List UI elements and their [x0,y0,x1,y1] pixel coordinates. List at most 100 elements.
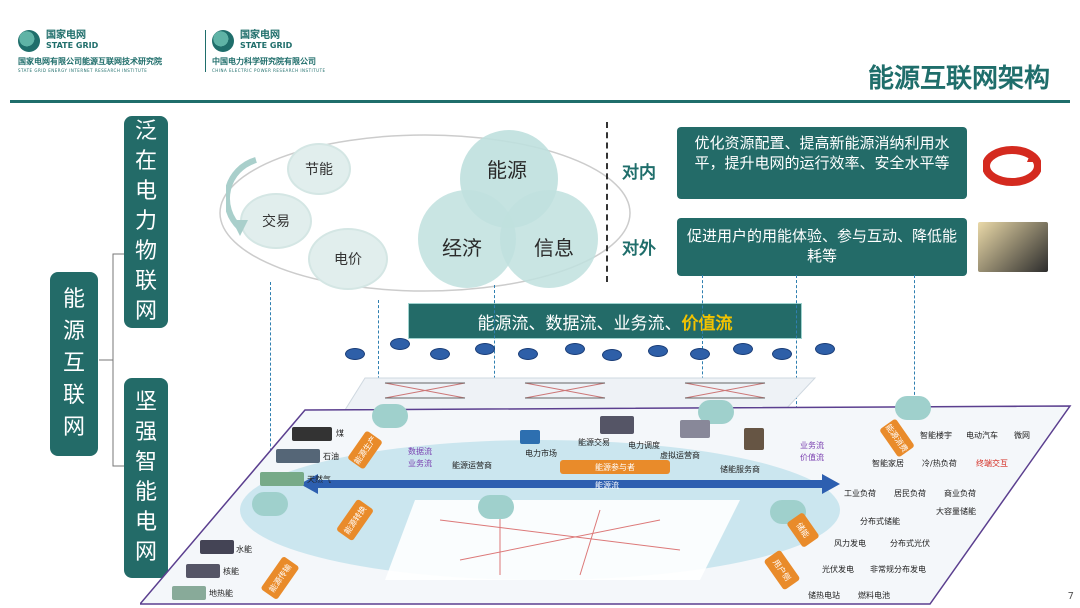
item-smart-home: 智能家居 [872,459,904,468]
item-microgrid: 微网 [1014,431,1030,440]
flow-bar: 能源流、数据流、业务流、价值流 [408,303,802,339]
logo-left-org: 国家电网有限公司能源互联网技术研究院 [18,57,162,66]
geothermal-image [172,586,206,600]
service-energy-trading: 能源交易 [578,438,610,447]
branch-bottom-label: 坚强智能电网 [134,390,157,565]
logo-left: 国家电网 STATE GRID [18,30,98,52]
logo-left-org-en: STATE GRID ENERGY INTERNET RESEARCH INST… [18,68,148,73]
item-smart-building: 智能楼宇 [920,431,952,440]
connector-line-6 [914,275,915,405]
item-distributed-storage: 分布式储能 [860,517,900,526]
logo-right-org-en: CHINA ELECTRIC POWER RESEARCH INSTITUTE [212,68,326,73]
flow-bar-highlight: 价值流 [681,313,733,334]
hydro-image [200,540,234,554]
provider-image [744,428,764,450]
cloud-icon [372,404,408,428]
router-icon [390,338,410,350]
tag-value-flow-right: 价值流 [800,453,824,462]
inner-label: 对内 [622,163,656,183]
gas-image [260,472,304,486]
root-label: 能源互联网 [62,287,85,440]
flow-bar-text: 能源流、数据流、业务流、 [477,313,682,334]
router-icon [815,343,835,355]
service-power-market: 电力市场 [525,449,557,458]
gear-trading: 交易 [240,193,312,249]
item-ev: 电动汽车 [966,431,998,440]
tag-energy-participants: 能源参与者 [560,460,670,474]
service-energy-operator: 能源运营商 [452,461,492,470]
item-commercial-load: 商业负荷 [944,489,976,498]
nuclear-image [186,564,220,578]
service-virtual-operator: 虚拟运营商 [660,451,700,460]
network-layer [345,377,817,411]
router-icon [518,348,538,360]
energy-geothermal: 地热能 [209,589,233,598]
dispatch-image [680,420,710,438]
item-distributed-pv: 分布式光伏 [890,539,930,548]
outer-benefit-box: 促进用户的用能体验、参与互动、降低能耗等 [677,218,967,276]
root-box-energy-internet: 能源互联网 [50,272,98,456]
energy-nuclear: 核能 [223,567,239,576]
item-heat-cool-load: 冷/热负荷 [922,459,957,468]
venn-economy-label: 经济 [442,236,482,260]
logo-right-brand-en: STATE GRID [240,41,293,50]
venn-energy-label: 能源 [487,158,527,182]
item-heat-storage-station: 储热电站 [808,591,840,600]
logo-left-brand-en: STATE GRID [46,41,99,50]
state-grid-logo-icon-2 [212,30,234,52]
item-wind-power: 风力发电 [834,539,866,548]
cloud-icon [478,495,514,519]
logo-left-brand: 国家电网 [46,30,86,41]
logo-right-org: 中国电力科学研究院有限公司 [212,57,316,66]
tag-data-flow-left: 数据流 [408,447,432,456]
router-icon [430,348,450,360]
router-icon [772,348,792,360]
router-icon [602,349,622,361]
tag-business-flow-right: 业务流 [800,441,824,450]
item-terminal-interaction: 终端交互 [976,459,1008,468]
tag-business-flow-left: 业务流 [408,459,432,468]
page-number: 7 [1067,591,1074,602]
router-icon [475,343,495,355]
item-industrial-load: 工业负荷 [844,489,876,498]
logo-right-brand: 国家电网 [240,30,280,41]
energy-coal: 煤 [336,429,344,438]
item-large-storage: 大容量储能 [936,507,976,516]
trading-image [600,416,634,434]
item-fuel-cell: 燃料电池 [858,591,890,600]
energy-oil: 石油 [323,452,339,461]
cloud-icon [252,492,288,516]
venn-information-label: 信息 [534,236,574,260]
gear-pricing: 电价 [308,228,388,290]
router-icon [345,348,365,360]
connector-line-1 [270,282,271,522]
service-storage-provider: 储能服务商 [720,465,760,474]
refresh-arrow-icon [982,146,1042,186]
router-icon [690,348,710,360]
branch-box-smart-grid: 坚强智能电网 [124,378,168,578]
energy-hydro: 水能 [236,545,252,554]
item-pv-generation: 光伏发电 [822,565,854,574]
oil-image [276,449,320,463]
cycle-arrows-icon [226,157,257,236]
connector-line-2 [378,300,379,420]
router-icon [565,343,585,355]
item-unconventional-dg: 非常规分布发电 [870,565,926,574]
logo-divider [205,30,206,72]
market-icon [520,430,540,444]
connector-line-4 [702,275,703,415]
service-power-dispatch: 电力调度 [628,441,660,450]
branch-box-iot: 泛在电力物联网 [124,116,168,328]
header-divider [10,100,1070,103]
venn-economy [418,190,516,288]
user-photo-image [978,222,1048,272]
router-icon [733,343,753,355]
branch-top-label: 泛在电力物联网 [134,119,157,324]
coal-image [292,427,332,441]
inner-benefit-box: 优化资源配置、提高新能源消纳利用水平，提升电网的运行效率、安全水平等 [677,127,967,199]
state-grid-logo-icon [18,30,40,52]
gear-energy-saving: 节能 [287,143,351,195]
item-residential-load: 居民负荷 [894,489,926,498]
router-icon [648,345,668,357]
logo-right: 国家电网 STATE GRID [212,30,292,52]
